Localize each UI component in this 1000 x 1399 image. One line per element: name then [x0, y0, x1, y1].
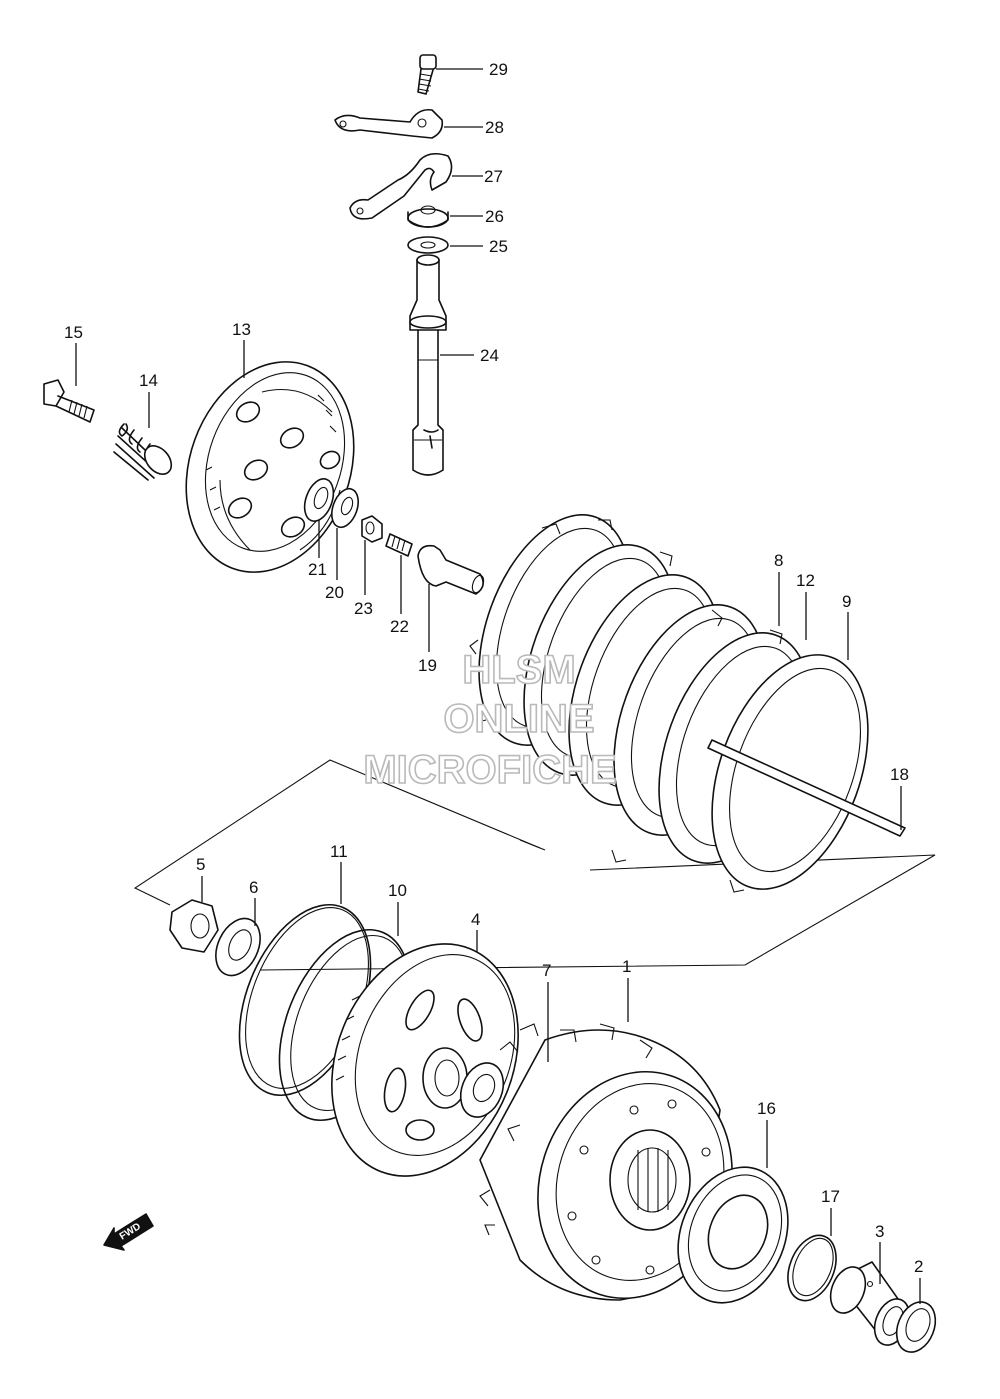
- callout-25: 25: [489, 237, 508, 256]
- callout-14: 14: [139, 371, 158, 390]
- lever-28: [334, 108, 444, 139]
- callout-9: 9: [842, 592, 851, 611]
- callout-26: 26: [485, 207, 504, 226]
- fwd-arrow-icon: FWD: [103, 1213, 154, 1251]
- thrust-washer-7: [459, 1062, 505, 1118]
- seal-26: [407, 205, 449, 228]
- callout-24: 24: [480, 346, 499, 365]
- callout-27: 27: [484, 167, 503, 186]
- callout-15: 15: [64, 323, 83, 342]
- callout-28: 28: [485, 118, 504, 137]
- bolt-15: [43, 379, 95, 423]
- callout-13: 13: [232, 320, 251, 339]
- callout-3: 3: [875, 1222, 884, 1241]
- spring-14: [113, 423, 173, 481]
- callout-7: 7: [542, 961, 551, 980]
- washer-23: [361, 515, 383, 543]
- watermark-line-3: MICROFICHE: [363, 748, 616, 792]
- watermark-line-2: ONLINE: [443, 697, 594, 741]
- callout-8: 8: [774, 551, 783, 570]
- primary-driven-gear-1: [479, 1023, 733, 1301]
- callout-20: 20: [325, 583, 344, 602]
- callout-23: 23: [354, 599, 373, 618]
- nut-5: [169, 899, 219, 953]
- leader-lines: [75, 68, 921, 1304]
- callout-29: 29: [489, 60, 508, 79]
- washer-2: [895, 1301, 937, 1353]
- washer-25: [407, 236, 449, 254]
- spacer-3: [829, 1261, 911, 1346]
- lock-washer-6: [215, 917, 261, 977]
- release-shaft-24: [409, 254, 447, 476]
- callout-1: 1: [622, 957, 631, 976]
- bolt-29: [417, 54, 437, 95]
- watermark: HLSM ONLINE MICROFICHE: [363, 647, 618, 793]
- callout-2: 2: [914, 1257, 923, 1276]
- watermark-line-1: HLSM: [462, 648, 575, 692]
- callout-11: 11: [330, 842, 348, 861]
- clutch-plate-stack: [469, 514, 906, 893]
- callout-4: 4: [471, 910, 480, 929]
- callout-10: 10: [388, 881, 407, 900]
- pushrod-piece-19: [417, 544, 485, 595]
- lever-27: [349, 152, 453, 220]
- bearing-21: [303, 478, 335, 522]
- callout-labels: 29 28 27 26 25 24 15 14 13 21 20 23 22 1…: [64, 60, 923, 1276]
- oil-pump-drive-gear-16: [677, 1166, 789, 1304]
- callout-12: 12: [796, 571, 815, 590]
- callout-19: 19: [418, 656, 437, 675]
- plate-stack-outline: [133, 759, 541, 906]
- nut-20: [331, 487, 359, 529]
- bearing-22: [385, 533, 413, 557]
- callout-18: 18: [890, 765, 909, 784]
- callout-17: 17: [821, 1187, 840, 1206]
- callout-5: 5: [196, 855, 205, 874]
- callout-22: 22: [390, 617, 409, 636]
- clutch-sleeve-hub-4: [331, 943, 519, 1177]
- plate-stack-outline-right: [259, 854, 936, 971]
- callout-16: 16: [757, 1099, 776, 1118]
- o-ring-17: [787, 1234, 837, 1302]
- callout-21: 21: [308, 560, 327, 579]
- callout-6: 6: [249, 878, 258, 897]
- pressure-plate-13: [185, 361, 355, 573]
